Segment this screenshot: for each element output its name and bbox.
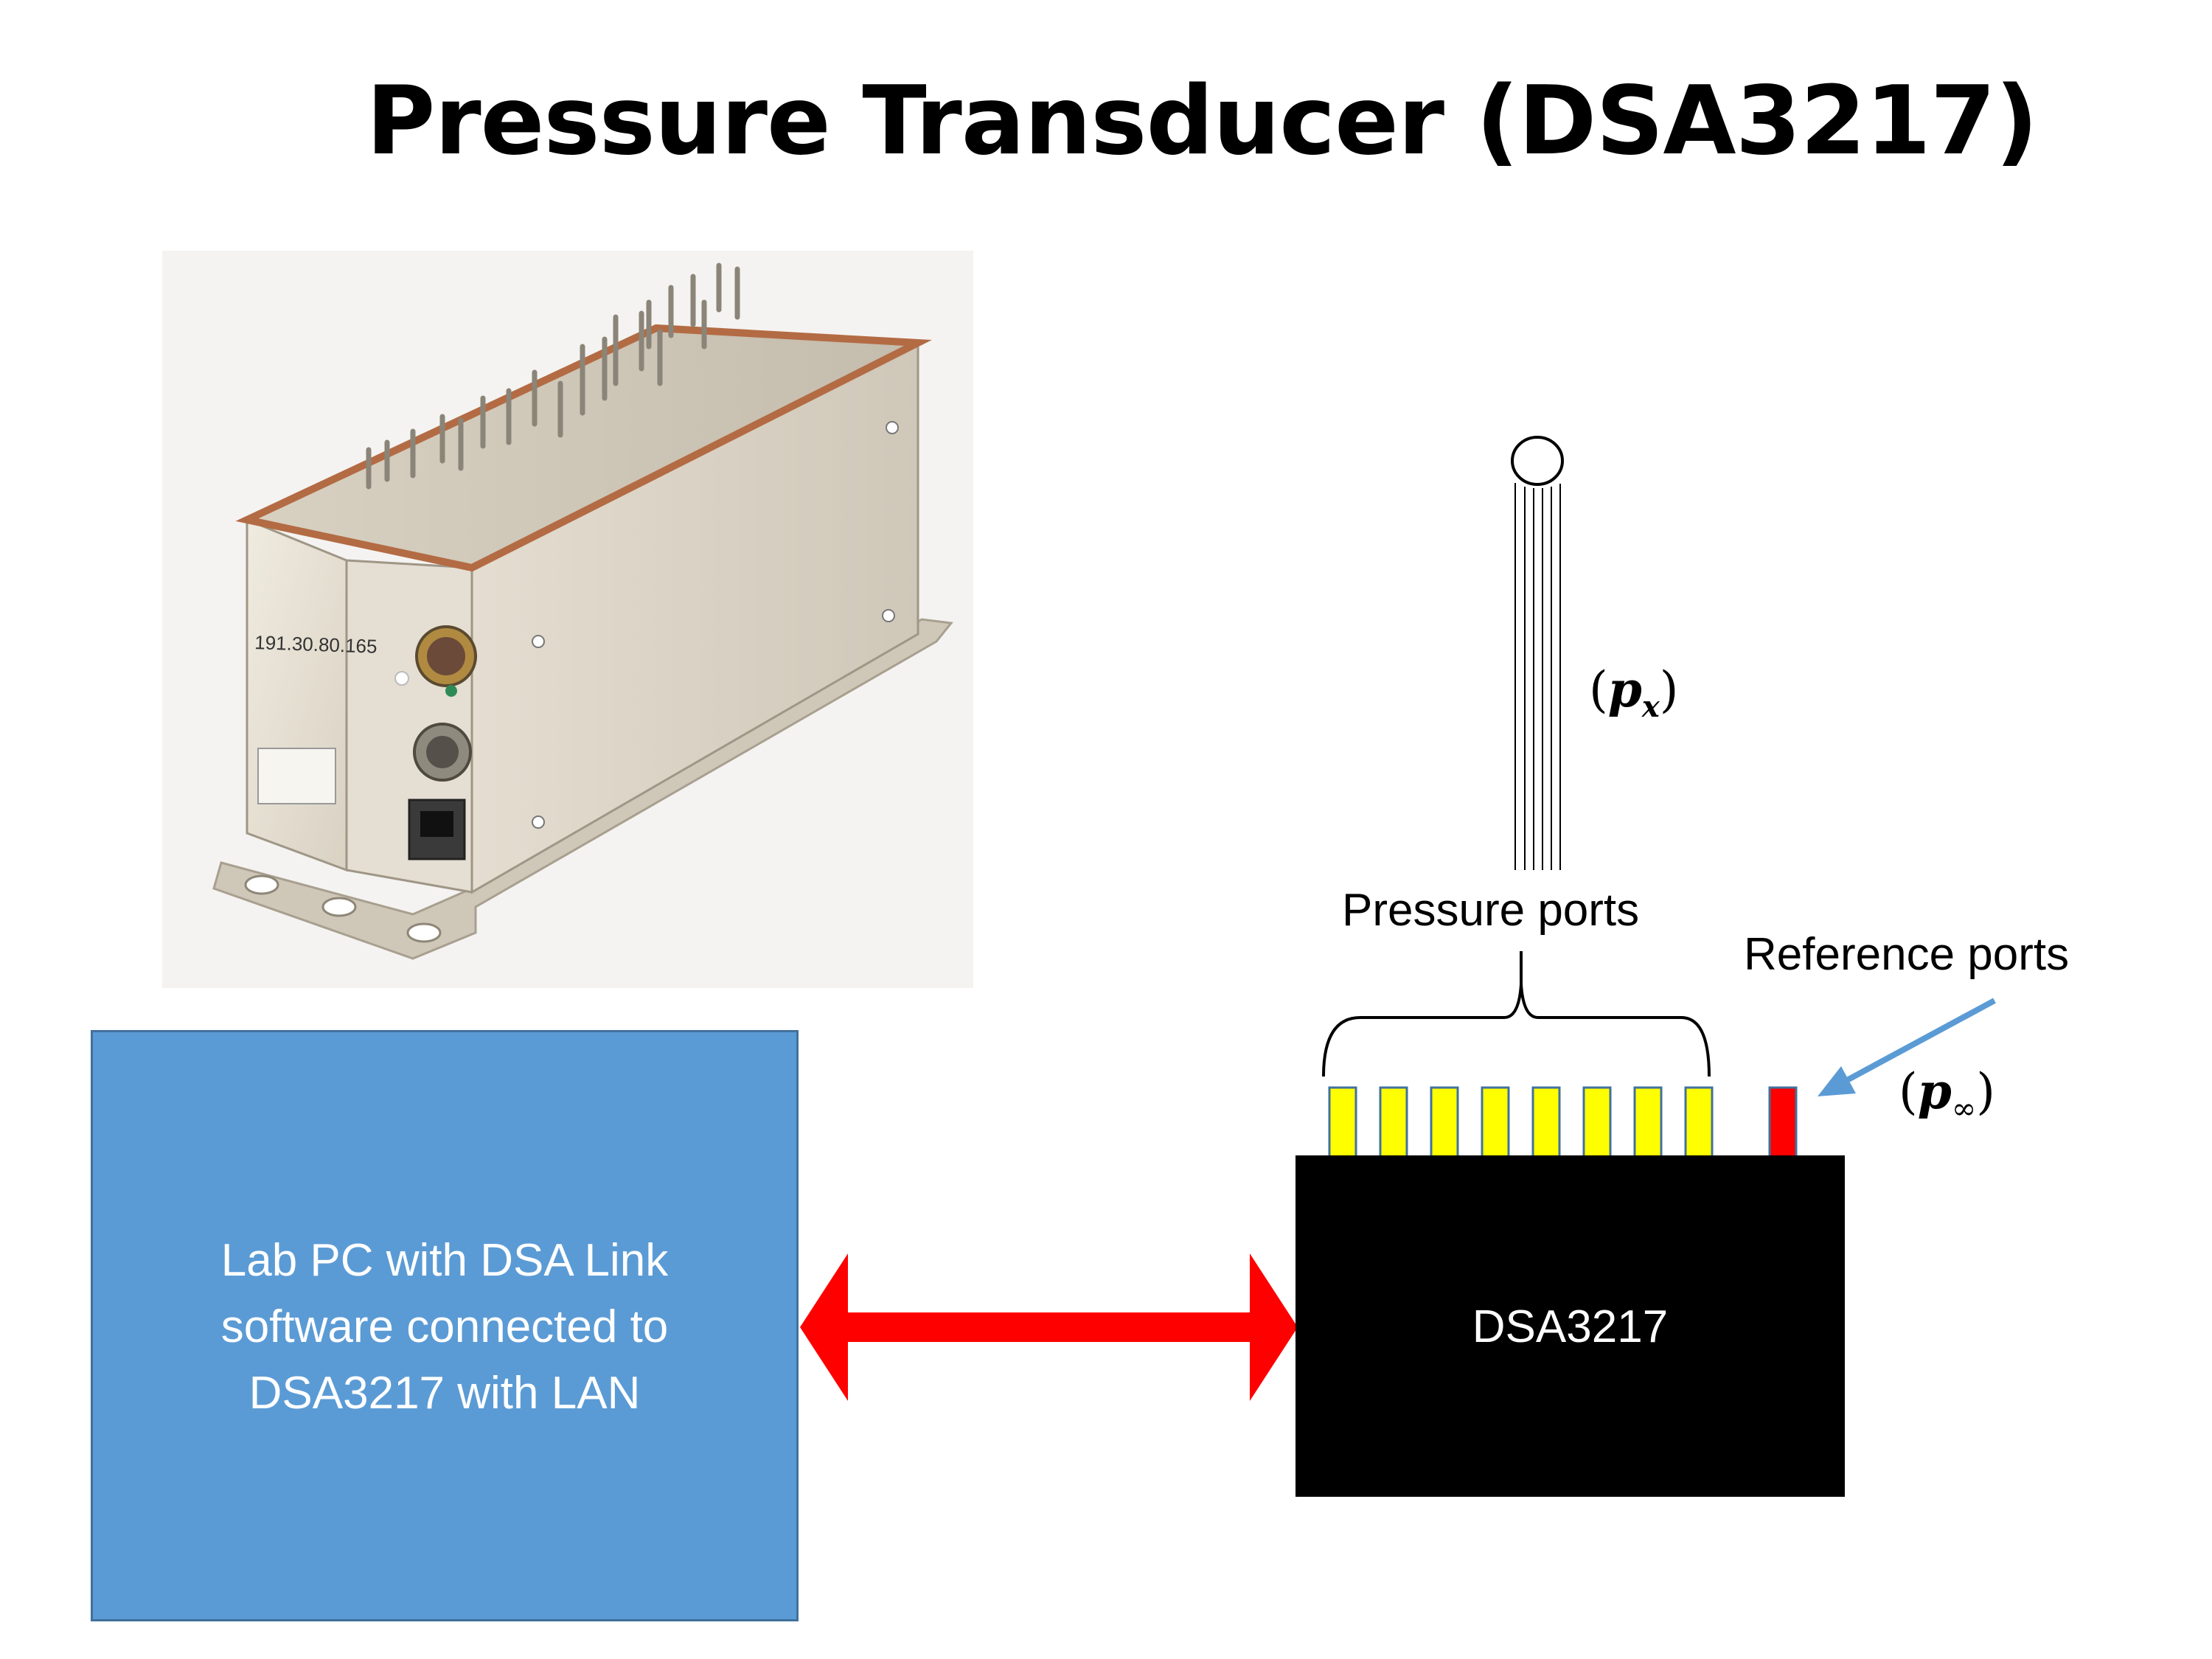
screw-icon (532, 635, 545, 648)
dsa3217-label: DSA3217 (1472, 1301, 1669, 1352)
ethernet-port (408, 799, 466, 860)
infinity-subscript: ∞ (1951, 1092, 1977, 1127)
pressure-port (1328, 1086, 1357, 1158)
device-front-face (246, 518, 348, 872)
screw-icon (882, 609, 895, 622)
pressure-port (1531, 1086, 1561, 1158)
mount-hole (321, 897, 357, 917)
pressure-port (1430, 1086, 1459, 1158)
pressure-ports-label: Pressure ports (1342, 885, 1640, 936)
screw-icon (886, 421, 899, 434)
lab-pc-label: Lab PC with DSA Link software connected … (91, 1228, 799, 1427)
connector-pins (426, 736, 459, 768)
paren-close: ) (1976, 1063, 1995, 1120)
connector-pins (427, 637, 465, 675)
pressure-port (1684, 1086, 1714, 1158)
lab-pc-line: software connected to (220, 1301, 669, 1352)
pinf-symbol-label: (p∞) (1899, 1062, 1995, 1138)
screw-icon (532, 815, 545, 829)
paren-open: ( (1899, 1063, 1918, 1120)
p-symbol: p (1917, 1062, 1952, 1120)
device-top-face (235, 324, 932, 572)
lab-pc-line: Lab PC with DSA Link (220, 1235, 669, 1286)
pressure-ports-brace (1322, 951, 1711, 1077)
probe-tubes (1514, 483, 1561, 870)
tube-stubs (366, 262, 740, 490)
reference-pointer-line (1846, 998, 1996, 1083)
pressure-port (1481, 1086, 1510, 1158)
reference-port (1768, 1086, 1798, 1158)
pressure-port (1379, 1086, 1408, 1158)
pressure-port (1582, 1086, 1612, 1158)
device-photo: 191.30.80.165 (162, 251, 973, 988)
paren-open: ( (1589, 661, 1608, 718)
pressure-probe (1511, 436, 1564, 870)
x-subscript: x (1641, 689, 1660, 725)
px-symbol-label: (px) (1589, 660, 1679, 737)
probe-head (1511, 436, 1564, 486)
mount-hole (406, 922, 442, 943)
pressure-port (1633, 1086, 1663, 1158)
indicator-light (394, 671, 409, 686)
p-symbol: p (1607, 661, 1642, 718)
mount-hole (244, 874, 279, 895)
reference-ports-label: Reference ports (1744, 929, 2070, 980)
lab-pc-line: DSA3217 with LAN (248, 1368, 641, 1419)
dsa3217-box (1295, 1155, 1845, 1497)
device-sticker (257, 748, 336, 804)
pressure-ports (1328, 1086, 1714, 1158)
page-title: Pressure Transducer (DSA3217) (366, 66, 2039, 176)
status-led (445, 685, 457, 697)
reference-pointer-arrowhead (1818, 1066, 1856, 1096)
lab-pc-box (91, 1030, 799, 1621)
paren-close: ) (1659, 661, 1679, 718)
ip-label: 191.30.80.165 (254, 631, 378, 658)
lan-connection-arrow (800, 1253, 1298, 1401)
ethernet-socket (420, 811, 453, 837)
